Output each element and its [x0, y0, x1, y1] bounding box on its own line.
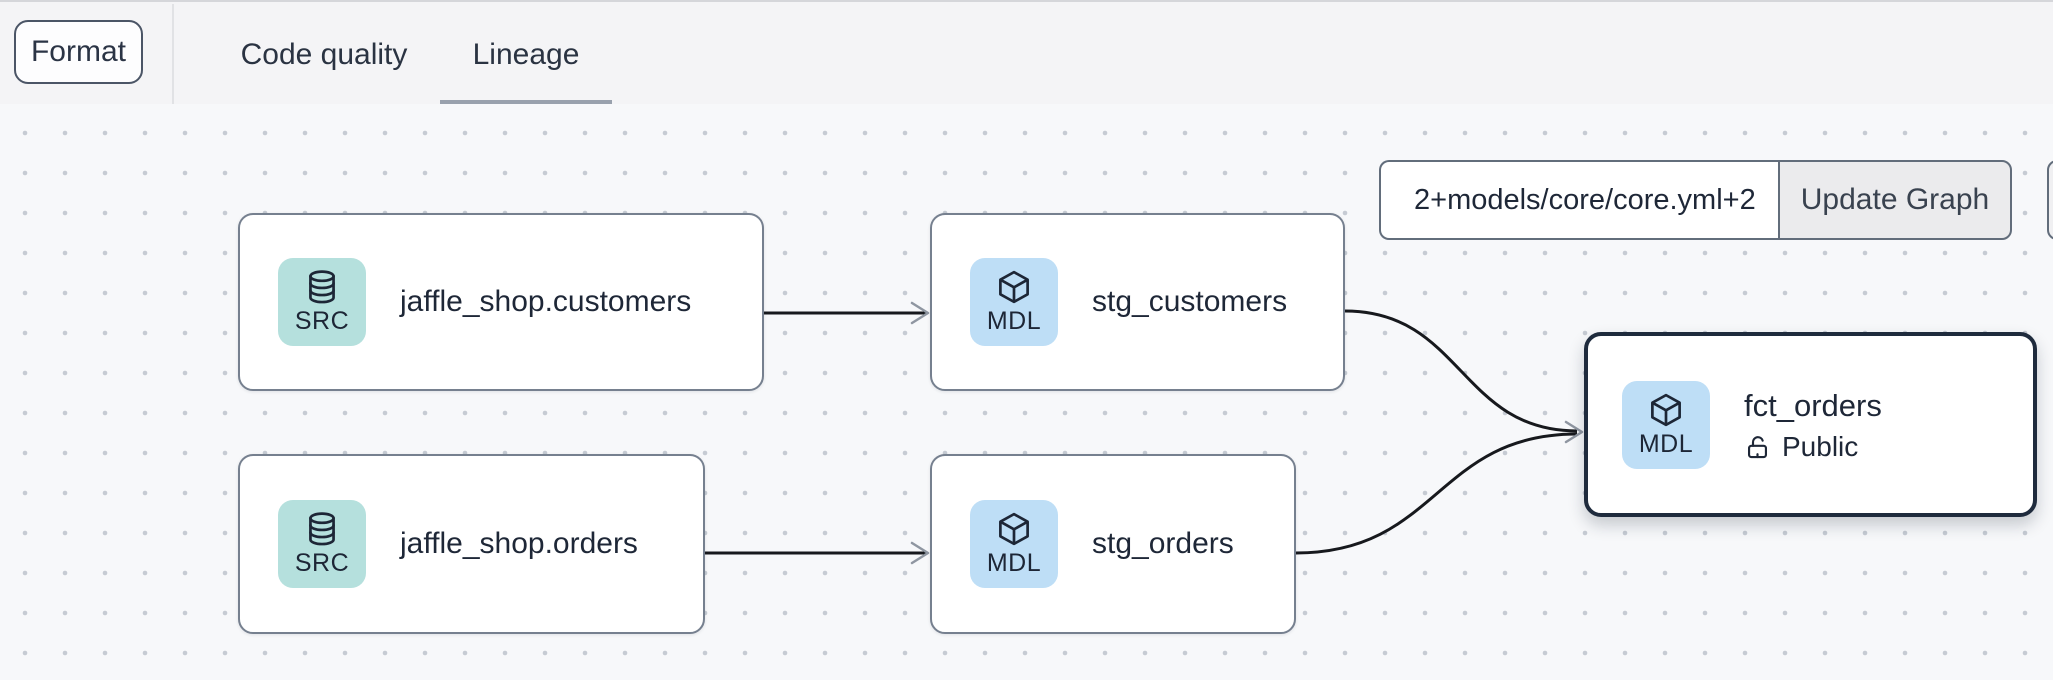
access-label: Public: [1782, 431, 1859, 462]
node-title: jaffle_shop.orders: [400, 527, 638, 560]
database-icon: [303, 510, 341, 548]
cube-icon: [995, 268, 1033, 306]
node-title: stg_customers: [1092, 285, 1288, 318]
selector-input[interactable]: [1379, 160, 1778, 240]
arrowhead-stg-customers: [910, 301, 930, 325]
node-stg-customers[interactable]: MDL stg_customers: [930, 213, 1345, 391]
lineage-canvas[interactable]: SRC jaffle_shop.customers MDL stg_custom…: [0, 104, 2053, 680]
cube-icon: [995, 510, 1033, 548]
node-title: stg_orders: [1092, 527, 1234, 560]
node-jaffle-shop-customers[interactable]: SRC jaffle_shop.customers: [238, 213, 764, 391]
source-badge: SRC: [278, 258, 366, 346]
edges-layer: [705, 301, 1584, 565]
format-button[interactable]: Format: [14, 20, 143, 84]
toolbar-divider: [172, 4, 174, 106]
update-graph-button[interactable]: Update Graph: [1778, 160, 2012, 240]
graph-controls: Update Graph: [1379, 160, 2012, 240]
node-access: Public: [1744, 431, 1882, 463]
node-jaffle-shop-orders[interactable]: SRC jaffle_shop.orders: [238, 454, 705, 634]
database-icon: [303, 268, 341, 306]
node-fct-orders[interactable]: MDL fct_orders Public: [1584, 332, 2037, 517]
lock-open-icon: [1744, 434, 1771, 461]
tab-code-quality[interactable]: Code quality: [240, 38, 408, 71]
arrowhead-stg-orders: [910, 541, 930, 565]
clipped-toolbar-button[interactable]: [2047, 160, 2053, 240]
toolbar: Format Code quality Lineage: [0, 0, 2053, 106]
active-tab-indicator: [440, 100, 612, 105]
node-type-label: MDL: [1638, 429, 1694, 458]
edge-stg-orders-fct: [1295, 432, 1578, 555]
source-badge: SRC: [278, 500, 366, 588]
node-text: fct_orders Public: [1744, 386, 1882, 463]
node-type-label: MDL: [986, 307, 1042, 335]
cube-icon: [1647, 391, 1685, 429]
model-badge: MDL: [970, 258, 1058, 346]
node-type-label: SRC: [294, 307, 350, 335]
node-type-label: SRC: [294, 549, 350, 577]
model-badge: MDL: [970, 500, 1058, 588]
tab-lineage[interactable]: Lineage: [472, 38, 580, 71]
arrowhead-fct-orders: [1564, 420, 1584, 444]
node-stg-orders[interactable]: MDL stg_orders: [930, 454, 1296, 634]
node-title: fct_orders: [1744, 388, 1882, 423]
node-title: jaffle_shop.customers: [400, 285, 692, 318]
model-badge: MDL: [1622, 380, 1710, 469]
edge-stg-customers-fct: [1344, 309, 1578, 433]
node-type-label: MDL: [986, 549, 1042, 577]
